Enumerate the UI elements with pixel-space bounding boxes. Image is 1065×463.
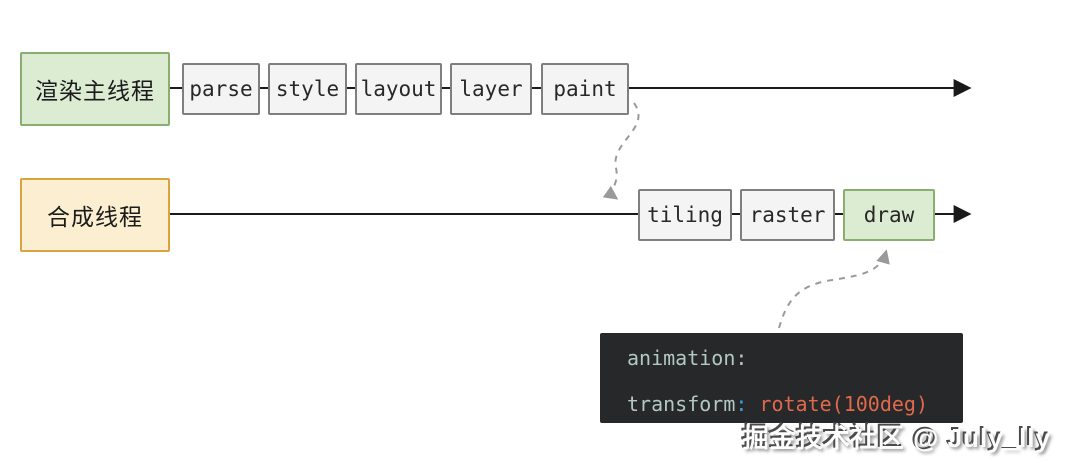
stage-label: parse	[189, 77, 253, 101]
stage-label: tiling	[647, 203, 723, 227]
css-colon: :	[735, 392, 748, 416]
stage-box-layout: layout	[355, 63, 442, 115]
stage-box-layer: layer	[450, 63, 532, 115]
stage-box-raster: raster	[740, 189, 835, 241]
css-value: rotate(100deg)	[759, 392, 928, 416]
thread-label-compositor: 合成线程	[47, 204, 143, 230]
thread-box-render-main: 渲染主线程	[20, 52, 170, 126]
css-property: animation	[627, 346, 736, 370]
stage-box-tiling: tiling	[638, 189, 732, 241]
stage-label: layout	[360, 77, 437, 101]
paint-to-tiling-dashed-arrow	[602, 102, 640, 200]
stage-label: draw	[863, 203, 915, 227]
thread-label-render-main: 渲染主线程	[35, 78, 155, 104]
stage-label: raster	[749, 203, 826, 227]
stage-label: paint	[553, 77, 617, 101]
watermark-text: 掘金技术社区 @ July_lly	[742, 423, 1051, 453]
stage-label: style	[275, 77, 340, 101]
thread-box-compositor: 合成线程	[20, 178, 170, 252]
code-to-draw-dashed-arrow	[778, 249, 890, 329]
css-colon: :	[735, 346, 748, 370]
css-code-panel: animation: transform: rotate(100deg)	[600, 333, 963, 423]
stage-box-draw: draw	[843, 189, 935, 241]
stage-box-paint: paint	[541, 63, 629, 115]
code-line-animation: animation:	[627, 346, 963, 370]
code-line-transform: transform: rotate(100deg)	[627, 392, 963, 416]
stage-label: layer	[459, 77, 523, 101]
css-property: transform	[627, 392, 736, 416]
stage-box-style: style	[268, 63, 347, 115]
stage-box-parse: parse	[182, 63, 260, 115]
